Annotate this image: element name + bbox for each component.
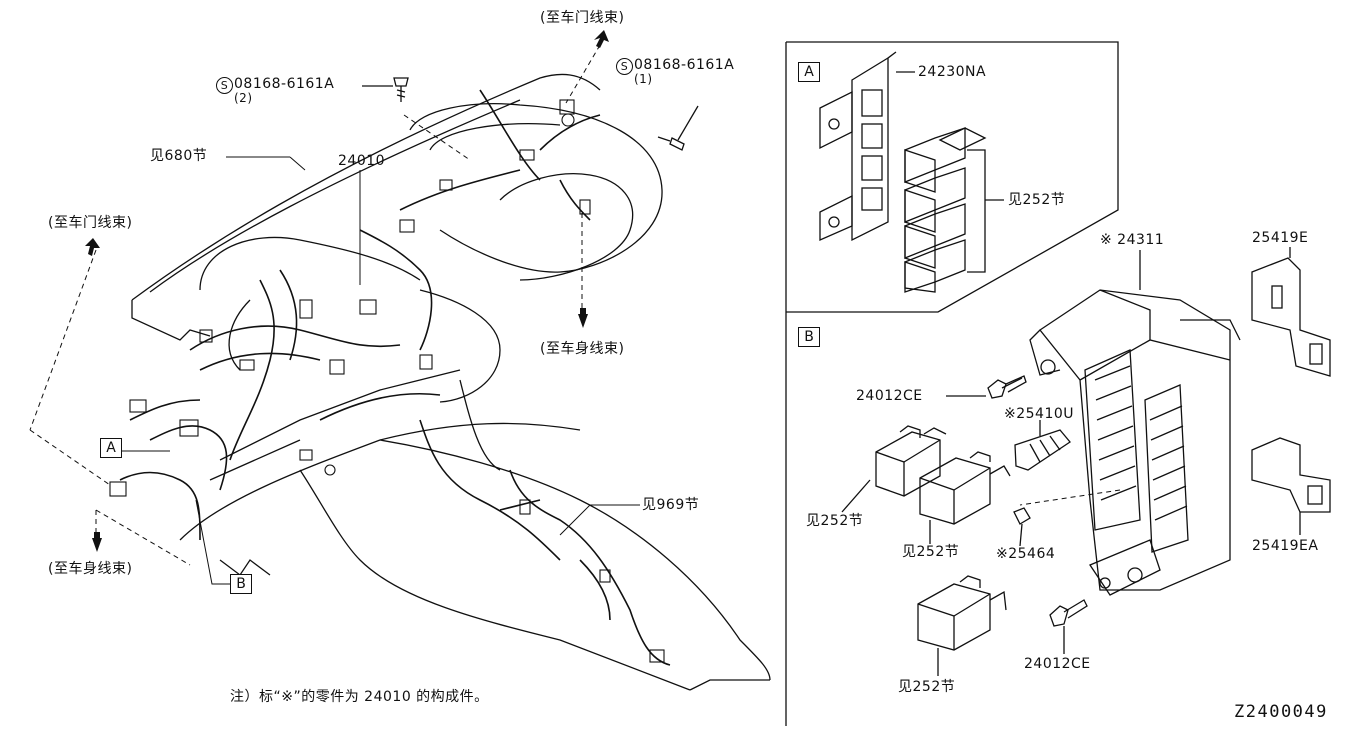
leader-lines — [120, 156, 640, 585]
diagram-code: Z2400049 — [1234, 702, 1328, 722]
relay-b1 — [841, 425, 947, 513]
label-part-24012ce-top: 24012CE — [856, 388, 923, 404]
bolt-left-quantity: (2) — [234, 91, 253, 105]
label-to-door-harness-left: (至车门线束) — [48, 215, 133, 231]
label-part-24012ce-bottom: 24012CE — [1024, 656, 1091, 672]
label-to-body-harness-left: (至车身线束) — [48, 561, 133, 577]
label-see-680: 见680节 — [150, 148, 208, 164]
panel-b-header: B — [798, 327, 820, 347]
relay-b2 — [919, 451, 1011, 544]
label-see-252-panel-a: 见252节 — [1008, 192, 1066, 208]
label-part-24230na: 24230NA — [918, 64, 987, 80]
label-part-25410u: ※25410U — [1004, 406, 1075, 422]
label-part-24010: 24010 — [338, 153, 386, 169]
fuse-25464 — [1013, 507, 1031, 547]
label-part-25464: ※25464 — [996, 546, 1056, 562]
screw-icon-top — [946, 375, 1027, 399]
bolt-right-quantity: (1) — [634, 72, 653, 86]
footnote: 注）标“※”的零件为 24010 的构成件。 — [230, 689, 489, 705]
relay-b3 — [917, 575, 1007, 676]
bolt-right-part-number: 08168-6161A — [634, 57, 735, 73]
direction-arrows — [85, 30, 609, 552]
panel-a-header: A — [798, 62, 820, 82]
bolt-left-part-number: 08168-6161A — [234, 76, 335, 92]
relay-stack-panel-a — [904, 127, 1004, 293]
label-part-25419e: 25419E — [1252, 230, 1309, 246]
label-see-252-relay-b3: 见252节 — [898, 679, 956, 695]
panel-dividers — [785, 41, 1119, 726]
bolt-symbol-icon: S — [616, 58, 633, 75]
label-to-body-harness-center: (至车身线束) — [540, 341, 625, 357]
fuse-25410u — [1014, 420, 1071, 471]
label-see-252-relay-b2: 见252节 — [902, 544, 960, 560]
callout-a-main: A — [100, 438, 122, 458]
label-part-25419ea: 25419EA — [1252, 538, 1319, 554]
junction-box-24311 — [1029, 250, 1241, 596]
dashed-routes — [29, 44, 1121, 566]
dashboard-outline — [131, 73, 771, 691]
callout-b-main: B — [230, 574, 252, 594]
bracket-25419e — [1251, 247, 1331, 377]
connectors — [109, 99, 665, 663]
bolt-icon-left — [362, 77, 409, 102]
label-see-969: 见969节 — [642, 497, 700, 513]
label-to-door-harness-top: (至车门线束) — [540, 10, 625, 26]
bracket-25419ea — [1251, 437, 1331, 535]
bolt-icon-right — [657, 105, 699, 151]
label-see-252-relay-b1: 见252节 — [806, 513, 864, 529]
label-part-24311: ※ 24311 — [1100, 232, 1165, 248]
bolt-symbol-icon: S — [216, 77, 233, 94]
relay-bracket-24230na — [819, 51, 915, 242]
harness-bundle — [119, 89, 671, 666]
screw-icon-bottom — [1049, 599, 1088, 654]
